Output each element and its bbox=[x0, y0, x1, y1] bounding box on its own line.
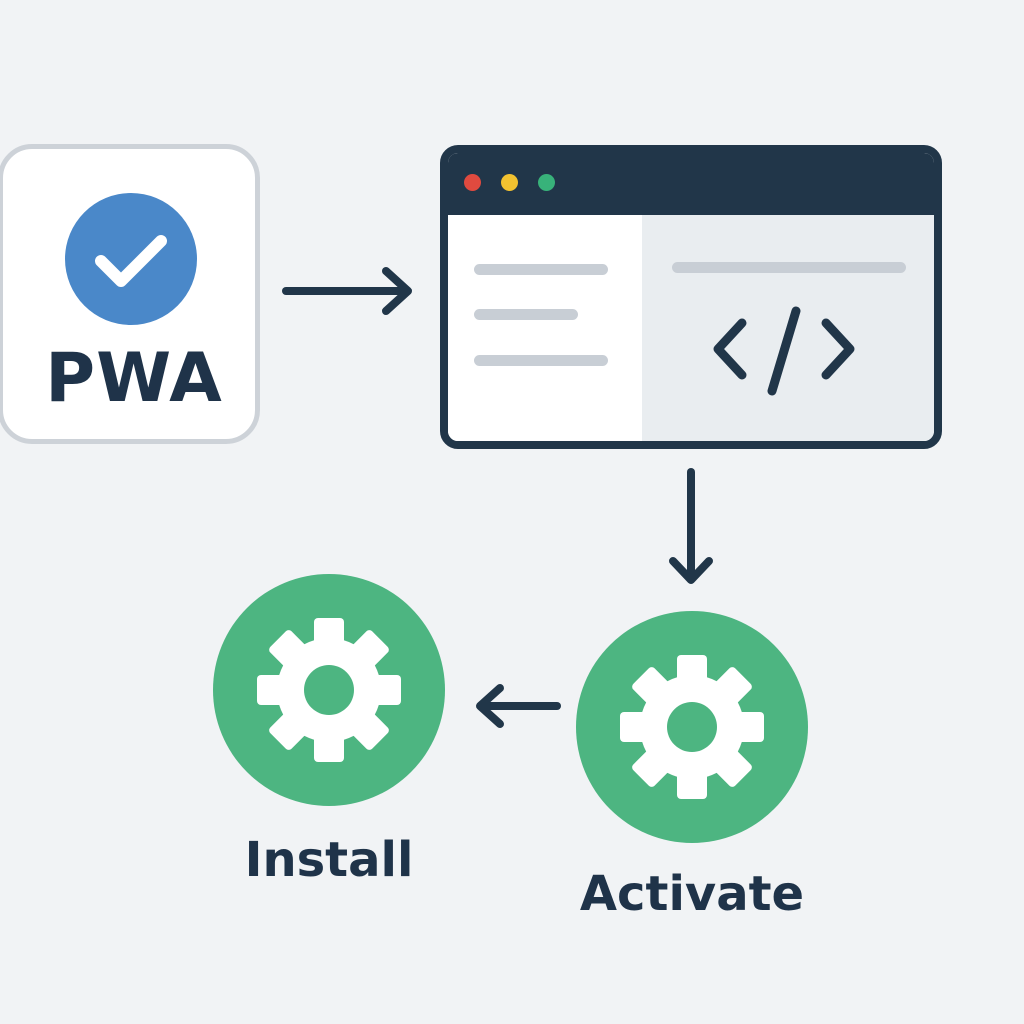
arrow-left-icon bbox=[476, 684, 561, 728]
browser-window bbox=[440, 145, 942, 449]
browser-sidebar-pane bbox=[448, 215, 642, 441]
browser-content-pane bbox=[642, 215, 934, 441]
window-dot-green bbox=[538, 174, 555, 191]
placeholder-line bbox=[474, 355, 608, 366]
placeholder-line bbox=[474, 264, 608, 275]
placeholder-line bbox=[672, 262, 906, 273]
install-step-circle bbox=[213, 574, 445, 806]
pwa-card: PWA bbox=[0, 144, 260, 444]
placeholder-line bbox=[474, 309, 578, 320]
pwa-badge bbox=[65, 193, 197, 325]
window-dot-red bbox=[464, 174, 481, 191]
window-dot-yellow bbox=[501, 174, 518, 191]
arrow-right-icon bbox=[282, 267, 412, 315]
gear-icon bbox=[257, 618, 401, 762]
pwa-label: PWA bbox=[45, 339, 223, 418]
browser-titlebar bbox=[448, 153, 934, 215]
gear-icon bbox=[620, 655, 764, 799]
activate-label: Activate bbox=[579, 866, 805, 922]
arrow-down-icon bbox=[669, 468, 713, 584]
install-label: Install bbox=[244, 832, 414, 888]
code-icon bbox=[713, 306, 855, 396]
check-icon bbox=[95, 235, 167, 287]
activate-step-circle bbox=[576, 611, 808, 843]
